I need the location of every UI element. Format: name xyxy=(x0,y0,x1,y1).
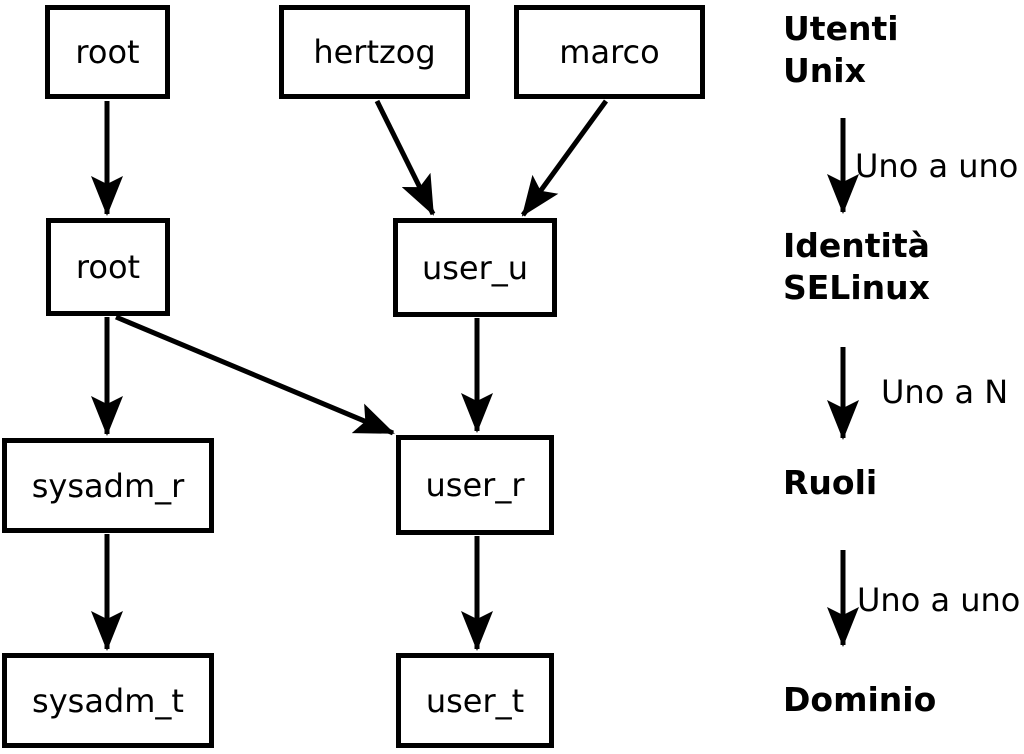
edge-hertzog-to-user-u xyxy=(374,99,436,216)
node-user-u: user_u xyxy=(393,218,557,317)
node-hertzog: hertzog xyxy=(279,5,470,99)
edge-marco-to-user-u xyxy=(520,99,609,217)
node-marco: marco xyxy=(514,5,705,99)
legend-title-domain: Dominio xyxy=(783,680,937,719)
node-user-r: user_r xyxy=(396,435,554,535)
node-user-t: user_t xyxy=(396,653,554,748)
legend-label-uno-a-uno-1: Uno a uno xyxy=(855,147,1019,185)
node-unix-root: root xyxy=(45,5,170,99)
legend-title-roles: Ruoli xyxy=(783,463,878,502)
edge-selinuxroot-to-user-r xyxy=(115,314,395,436)
legend-title-unix-users: Utenti Unix xyxy=(783,9,899,90)
legend-title-selinux-identity: Identità SELinux xyxy=(783,226,930,307)
node-selinux-root: root xyxy=(46,218,170,316)
node-sysadm-t: sysadm_t xyxy=(2,653,214,748)
legend-label-uno-a-n: Uno a N xyxy=(881,373,1009,411)
legend-label-uno-a-uno-2: Uno a uno xyxy=(857,581,1021,619)
node-sysadm-r: sysadm_r xyxy=(2,438,214,533)
